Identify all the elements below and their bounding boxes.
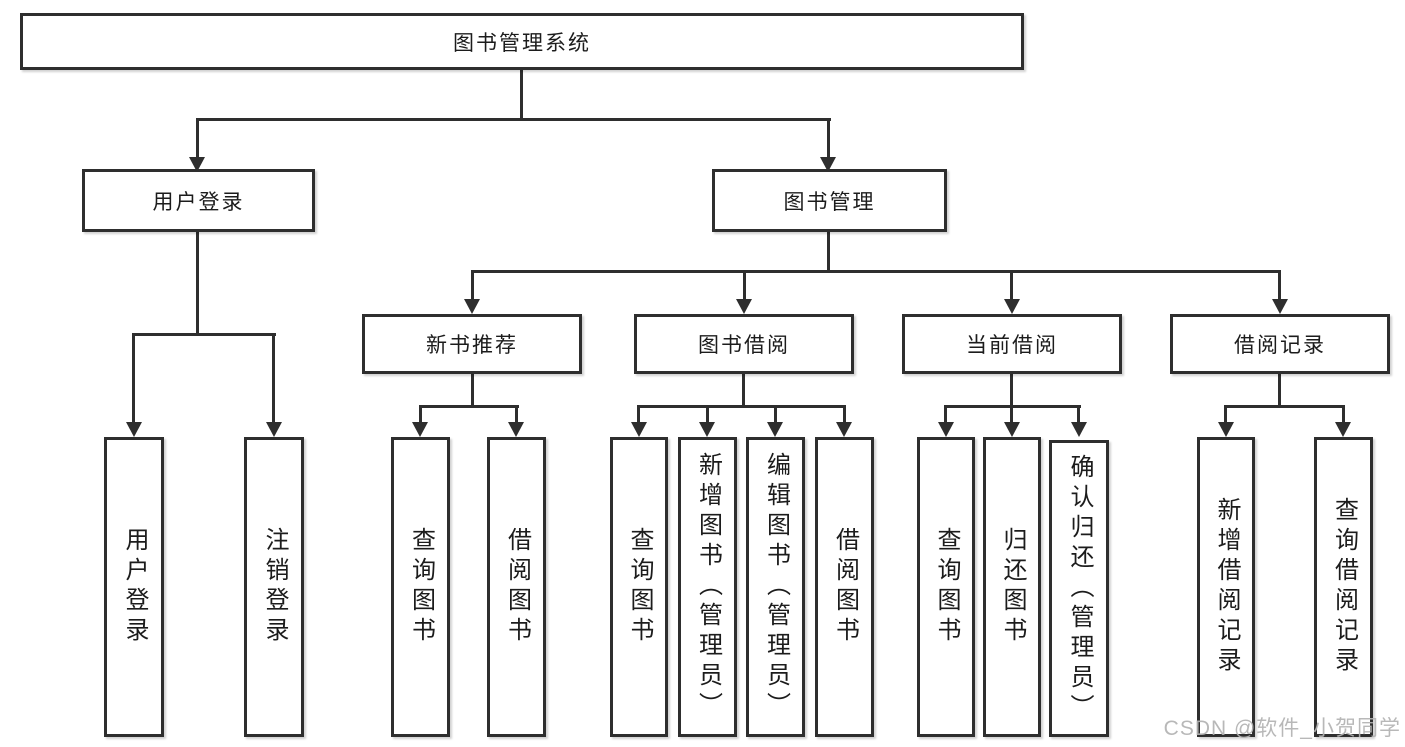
arrow-down-icon [266, 422, 282, 437]
arrow-down-icon [412, 422, 428, 437]
arrow-down-icon [1004, 299, 1020, 314]
node-label: 查询图书 [407, 527, 435, 647]
connector-line [1278, 270, 1281, 301]
node-borrow-records: 借阅记录 [1170, 314, 1390, 374]
node-label: 借阅图书 [831, 527, 859, 647]
connector-line [827, 232, 830, 272]
connector-line [471, 270, 474, 301]
arrow-down-icon [1335, 422, 1351, 437]
arrow-down-icon [1218, 422, 1234, 437]
node-label: 借阅记录 [1234, 334, 1326, 357]
connector-line [520, 70, 523, 121]
leaf-user-login: 用户登录 [104, 437, 164, 737]
connector-line [196, 232, 199, 336]
leaf-query-borrow-record: 查询借阅记录 [1314, 437, 1373, 737]
connector-line [471, 374, 474, 408]
node-label: 查询借阅记录 [1330, 497, 1358, 677]
node-library-management-system: 图书管理系统 [20, 13, 1024, 70]
arrow-down-icon [508, 422, 524, 437]
connector-line [774, 405, 777, 423]
arrow-down-icon [836, 422, 852, 437]
connector-line [1278, 374, 1281, 408]
node-label: 用户登录 [121, 527, 148, 647]
csdn-watermark: CSDN @软件_小贺同学 [1163, 717, 1401, 740]
node-label: 注销登录 [261, 527, 288, 647]
leaf-borrow-books: 借阅图书 [487, 437, 546, 737]
leaf-query-books: 查询图书 [610, 437, 668, 737]
leaf-add-borrow-record: 新增借阅记录 [1197, 437, 1255, 737]
connector-line [1224, 405, 1227, 423]
node-label: 新增借阅记录 [1213, 497, 1240, 677]
arrow-down-icon [1004, 422, 1020, 437]
connector-line [419, 405, 422, 423]
connector-line [843, 405, 846, 423]
connector-line [945, 405, 1081, 408]
node-label: 编辑图书（管理员） [762, 452, 790, 722]
connector-line [471, 270, 1281, 273]
leaf-query-books: 查询图书 [917, 437, 975, 737]
connector-line [196, 118, 199, 159]
node-label: 新增图书（管理员） [694, 452, 722, 722]
node-label: 新书推荐 [426, 334, 518, 357]
node-label: 确认归还（管理员） [1066, 453, 1093, 724]
connector-line [706, 405, 709, 423]
leaf-logout-login: 注销登录 [244, 437, 304, 737]
node-label: 归还图书 [999, 527, 1026, 647]
connector-line [1010, 270, 1013, 301]
connector-line [272, 333, 275, 423]
connector-line [515, 405, 518, 423]
arrow-down-icon [699, 422, 715, 437]
connector-line [1342, 405, 1345, 423]
connector-line [944, 405, 947, 423]
connector-line [1225, 405, 1345, 408]
arrow-down-icon [767, 422, 783, 437]
arrow-down-icon [938, 422, 954, 437]
node-label: 图书管理系统 [453, 31, 591, 55]
connector-line [196, 118, 831, 121]
node-label: 图书管理 [783, 190, 876, 214]
arrow-down-icon [126, 422, 142, 437]
leaf-return-books: 归还图书 [983, 437, 1041, 737]
arrow-down-icon [1071, 422, 1087, 437]
node-user-login: 用户登录 [82, 169, 315, 232]
arrow-down-icon [464, 299, 480, 314]
connector-line [1077, 405, 1080, 423]
arrow-down-icon [736, 299, 752, 314]
leaf-confirm-return-admin: 确认归还（管理员） [1049, 440, 1109, 737]
node-label: 图书借阅 [698, 334, 790, 357]
arrow-down-icon [1272, 299, 1288, 314]
connector-line [637, 405, 640, 423]
connector-line [419, 405, 519, 408]
connector-line [827, 118, 830, 159]
node-current-borrow: 当前借阅 [902, 314, 1122, 374]
arrow-down-icon [820, 157, 836, 172]
node-new-book-recommend: 新书推荐 [362, 314, 582, 374]
connector-line [742, 374, 745, 408]
leaf-borrow-books: 借阅图书 [815, 437, 874, 737]
leaf-query-books: 查询图书 [391, 437, 450, 737]
node-label: 借阅图书 [503, 527, 531, 647]
node-label: 当前借阅 [966, 334, 1058, 357]
leaf-add-books-admin: 新增图书（管理员） [678, 437, 737, 737]
connector-line [132, 333, 135, 423]
leaf-edit-books-admin: 编辑图书（管理员） [746, 437, 805, 737]
arrow-down-icon [631, 422, 647, 437]
connector-line [1010, 374, 1013, 408]
node-label: 查询图书 [626, 527, 653, 647]
node-book-borrow: 图书借阅 [634, 314, 854, 374]
node-book-management: 图书管理 [712, 169, 947, 232]
connector-line [132, 333, 276, 336]
arrow-down-icon [189, 157, 205, 172]
connector-line [1010, 405, 1013, 423]
node-label: 查询图书 [933, 527, 960, 647]
connector-line [638, 405, 846, 408]
node-label: 用户登录 [152, 190, 245, 214]
connector-line [743, 270, 746, 301]
